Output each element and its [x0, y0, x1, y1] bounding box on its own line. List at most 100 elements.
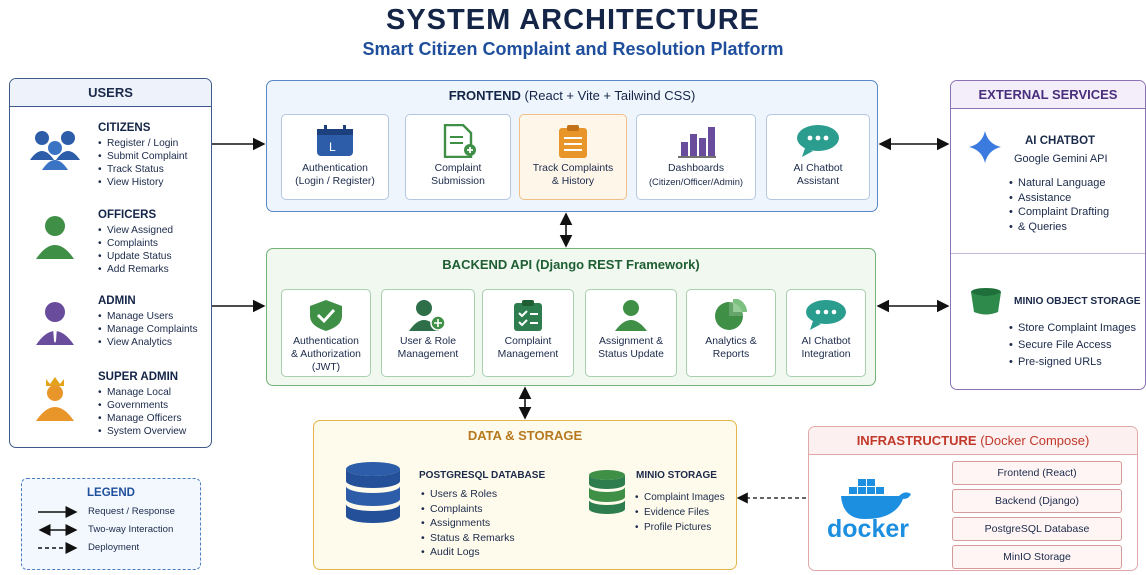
gemini-star-icon [969, 131, 1001, 163]
frontend-card-authentication: L Authentication (Login / Register) [281, 114, 389, 200]
card-subtitle: Management [497, 349, 559, 360]
list-item: View History [98, 176, 187, 189]
list-item: Add Remarks [98, 263, 173, 276]
card-title: Authentication [302, 163, 368, 174]
backend-card-analytics: Analytics & Reports [686, 289, 776, 377]
card-subtitle: (Citizen/Officer/Admin) [648, 176, 744, 187]
infra-heading: INFRASTRUCTURE [856, 433, 977, 448]
frontend-heading: FRONTEND [448, 88, 521, 103]
list-item: Update Status [98, 250, 173, 263]
object-storage-title: MINIO OBJECT STORAGE [1014, 296, 1141, 307]
list-item: Status & Remarks [421, 531, 515, 546]
list-item: Pre-signed URLs [1009, 354, 1136, 371]
list-item: Store Complaint Images [1009, 320, 1136, 337]
list-item: Audit Logs [421, 545, 515, 560]
card-subtitle: Status Update [598, 349, 664, 360]
legend-item: Deployment [88, 542, 140, 553]
officer-icon [36, 216, 74, 259]
external-heading: EXTERNAL SERVICES [951, 81, 1145, 109]
card-title: Assignment & [598, 336, 664, 347]
user-group-name: CITIZENS [98, 122, 151, 134]
card-title: User & Role [399, 336, 456, 347]
list-item: Complaints [98, 237, 173, 250]
chat-bubble-icon [797, 125, 839, 157]
document-plus-icon [443, 124, 476, 158]
backend-tech: (Django REST Framework) [535, 257, 700, 272]
data-storage-panel: DATA & STORAGE POSTGRESQL DATABASE Users… [313, 420, 737, 570]
infra-item-frontend: Frontend (React) [952, 461, 1122, 485]
list-item: Complaints [421, 502, 515, 517]
docker-whale-icon [841, 479, 911, 519]
list-item: View Assigned [98, 224, 173, 237]
legend-panel: LEGEND Request / Response Two-way Intera… [21, 478, 201, 570]
backend-heading: BACKEND API [442, 257, 533, 272]
user-group-name: ADMIN [98, 295, 136, 307]
list-item: Manage Users [98, 310, 198, 323]
frontend-card-track-complaints: Track Complaints & History [519, 114, 627, 200]
data-heading: DATA & STORAGE [467, 428, 583, 443]
card-subtitle: & History [551, 176, 595, 187]
list-item: Manage Officers [98, 412, 186, 425]
card-subtitle: & Authorization [291, 349, 361, 360]
legend-heading: LEGEND [87, 487, 135, 499]
card-title: Authentication [293, 336, 359, 347]
svg-text:L: L [329, 140, 336, 154]
infra-item-backend: Backend (Django) [952, 489, 1122, 513]
database-icon [346, 462, 400, 523]
card-subtitle: (Login / Register) [295, 176, 375, 187]
card-note: (JWT) [311, 362, 341, 373]
backend-header: BACKEND API (Django REST Framework) [267, 257, 875, 272]
chatbot-title: AI CHATBOT [1025, 135, 1096, 147]
card-subtitle: Submission [431, 176, 485, 187]
backend-card-complaint-mgmt: Complaint Management [482, 289, 574, 377]
list-item: Complaint Drafting [1009, 205, 1109, 220]
card-title: AI Chatbot [801, 336, 851, 347]
bucket-icon [971, 288, 1001, 315]
infra-tech: (Docker Compose) [980, 433, 1090, 448]
list-item: Users & Roles [421, 487, 515, 502]
postgres-list: Users & Roles Complaints Assignments Sta… [421, 487, 515, 560]
card-title: AI Chatbot [793, 163, 843, 174]
legend-symbols [38, 506, 78, 554]
card-title: Analytics & [705, 336, 757, 347]
list-item: Register / Login [98, 137, 187, 150]
card-subtitle: Assistant [796, 176, 840, 187]
calendar-login-icon: L [317, 125, 353, 156]
infrastructure-panel: INFRASTRUCTURE (Docker Compose) docker F… [808, 426, 1138, 571]
list-item: Assignments [421, 516, 515, 531]
backend-card-user-role: User & Role Management [381, 289, 475, 377]
minio-storage-list: Complaint Images Evidence Files Profile … [635, 490, 725, 535]
list-item: Manage Complaints [98, 323, 198, 336]
list-item: Manage Local [98, 386, 186, 399]
card-title: Complaint [434, 163, 482, 174]
list-item: & Queries [1009, 220, 1109, 235]
card-title: Dashboards [667, 163, 725, 174]
object-storage-list: Store Complaint Images Secure File Acces… [1009, 320, 1136, 371]
list-item: Governments [98, 399, 186, 412]
frontend-tech: (React + Vite + Tailwind CSS) [524, 88, 696, 103]
clipboard-list-icon [559, 125, 587, 158]
bar-chart-icon [678, 127, 716, 158]
infra-item-postgres: PostgreSQL Database [952, 517, 1122, 541]
card-subtitle: Integration [801, 349, 851, 360]
users-heading: USERS [10, 79, 211, 107]
list-item: Profile Pictures [635, 520, 725, 535]
infra-header: INFRASTRUCTURE (Docker Compose) [809, 427, 1137, 455]
users-panel: USERS CITIZENS Register / Login Submit C… [9, 78, 212, 448]
frontend-card-dashboards: Dashboards (Citizen/Officer/Admin) [636, 114, 756, 200]
list-item: Natural Language [1009, 176, 1109, 191]
diagram-subtitle: Smart Citizen Complaint and Resolution P… [362, 39, 784, 59]
list-item: Assistance [1009, 191, 1109, 206]
chatbot-provider: Google Gemini API [1014, 153, 1108, 165]
pie-chart-icon [715, 299, 747, 330]
divider [951, 253, 1145, 254]
list-item: Submit Complaint [98, 150, 187, 163]
admin-icon [36, 302, 74, 345]
frontend-card-complaint-submission: Complaint Submission [405, 114, 511, 200]
storage-icon [589, 470, 625, 514]
user-group-name: OFFICERS [98, 209, 157, 221]
list-item: System Overview [98, 425, 186, 438]
backend-panel: BACKEND API (Django REST Framework) Auth… [266, 248, 876, 386]
user-group-name: SUPER ADMIN [98, 371, 179, 383]
backend-card-auth: Authentication & Authorization (JWT) [281, 289, 371, 377]
